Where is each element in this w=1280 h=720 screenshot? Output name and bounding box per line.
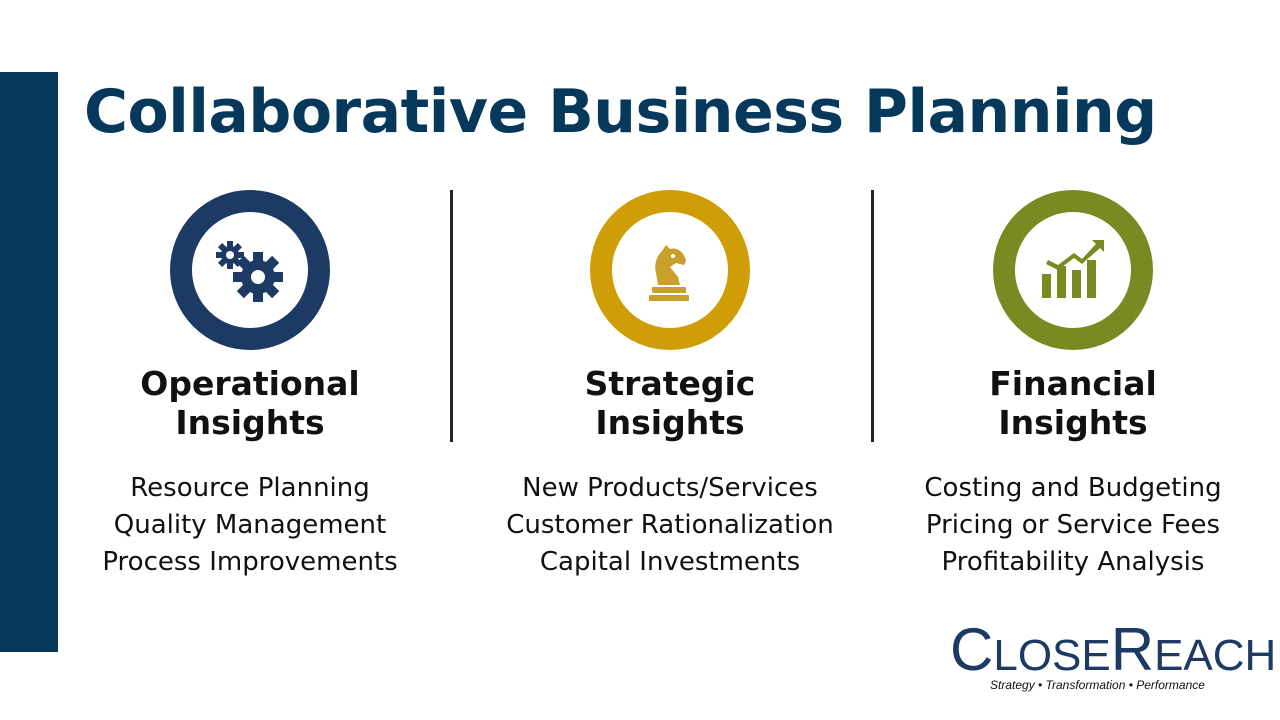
list-item: New Products/Services (522, 473, 818, 503)
financial-insights-list: Costing and Budgeting Pricing or Service… (893, 470, 1253, 581)
bar-chart-growth-icon (1042, 240, 1104, 298)
list-item: Customer Rationalization (506, 510, 834, 540)
operational-insights-column: Operational Insights Resource Planning Q… (70, 190, 430, 581)
logo-tagline: Strategy • Transformation • Performance (990, 678, 1205, 692)
operational-icon-ring (170, 190, 330, 350)
list-item: Profitability Analysis (941, 547, 1205, 577)
list-item: Quality Management (113, 510, 387, 540)
gears-icon (216, 241, 283, 302)
list-item: Pricing or Service Fees (925, 510, 1221, 540)
operational-insights-list: Resource Planning Quality Management Pro… (70, 470, 430, 581)
chess-knight-icon (649, 245, 689, 301)
financial-insights-column: Financial Insights Costing and Budgeting… (893, 190, 1253, 581)
column-divider-1 (450, 190, 453, 442)
closereach-logo: CLOSEREACH Strategy • Transformation • P… (940, 612, 1276, 708)
financial-icon-ring (993, 190, 1153, 350)
strategic-icon-ring (590, 190, 750, 350)
page-title: Collaborative Business Planning (84, 77, 1157, 147)
list-item: Process Improvements (102, 547, 398, 577)
financial-insights-title: Financial Insights (989, 364, 1157, 442)
column-divider-2 (871, 190, 874, 442)
strategic-insights-column: Strategic Insights New Products/Services… (490, 190, 850, 581)
list-item: Capital Investments (539, 547, 801, 577)
strategic-insights-title: Strategic Insights (584, 364, 756, 442)
strategic-insights-list: New Products/Services Customer Rationali… (490, 470, 850, 581)
list-item: Resource Planning (130, 473, 370, 503)
operational-insights-title: Operational Insights (140, 364, 360, 442)
side-accent-bar (0, 72, 58, 652)
list-item: Costing and Budgeting (924, 473, 1222, 503)
logo-wordmark: CLOSEREACH (950, 616, 1277, 683)
